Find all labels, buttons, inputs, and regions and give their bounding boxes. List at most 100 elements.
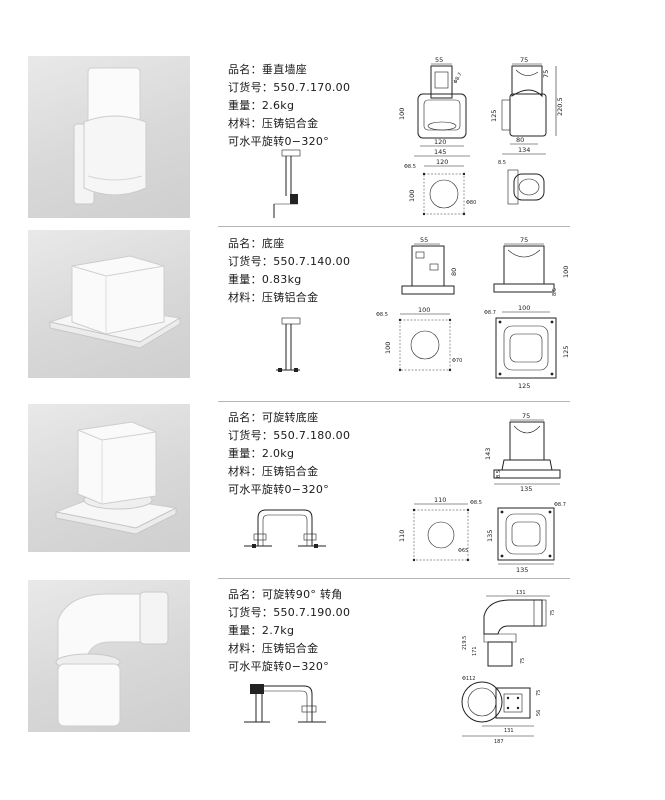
product-2-hole-view: Φ8.5 100 100 Φ70 [376,304,476,374]
weight: 重量：2.7kg [228,624,295,637]
product-2-bottom-view: Φ8.7 100 125 125 [484,302,580,392]
product-2-side-view: 75 100 8.5 [490,234,580,304]
dim-label: 8.5 [496,470,502,478]
product-1-front-view: 55 Φ8.7 100 120 145 [398,54,490,164]
product-2-specs: 品名：底座 订货号：550.7.140.00 重量：0.83kg 材料：压铸铝合… [228,235,350,307]
product-3-side-view: 75 143 8.5 135 [482,410,572,493]
material: 材料：压铸铝合金 [228,117,319,130]
dim-label: Φ112 [462,676,475,682]
dim-label: 75 [542,70,550,78]
rotation-range: 可水平旋转0−320° [228,660,330,673]
order-number: 订货号：550.7.180.00 [228,429,351,442]
dim-label: 125 [562,346,570,358]
dim-label: Φ65 [458,548,468,554]
order-number: 订货号：550.7.190.00 [228,606,351,619]
dim-label: 120 [436,158,448,166]
product-1-side-view: 75 75 220.5 125 80 134 [490,54,580,164]
dim-label: 75 [520,56,528,64]
vertical-wall-mount-image [73,67,147,205]
product-1-section-sketch [272,148,308,218]
dim-label: 143 [484,448,492,460]
product-4-specs: 品名：可旋转90° 转角 订货号：550.7.190.00 重量：2.7kg 材… [228,586,350,676]
product-name: 品名：可旋转底座 [228,411,319,424]
dim-label: 134 [518,146,530,154]
dim-label: 135 [486,530,494,542]
dim-label: 8.5 [498,160,506,166]
product-name: 品名：可旋转90° 转角 [228,588,343,601]
dim-label: 75 [522,412,530,420]
weight: 重量：0.83kg [228,273,302,286]
dim-label: 80 [450,268,458,276]
dim-label: 187 [494,739,504,745]
dim-label: 100 [562,266,570,278]
product-4-photo [28,580,190,732]
product-1-hole-view: Φ8.5 120 100 Φ80 [400,156,490,222]
material: 材料：压铸铝合金 [228,291,319,304]
dim-label: 8.5 [552,288,558,296]
dim-label: 75 [536,690,542,696]
product-3-specs: 品名：可旋转底座 订货号：550.7.180.00 重量：2.0kg 材料：压铸… [228,409,350,499]
rotation-range: 可水平旋转0−320° [228,483,330,496]
material: 材料：压铸铝合金 [228,465,319,478]
dim-label: 55 [420,236,428,244]
dim-label: 75 [520,658,526,664]
weight: 重量：2.0kg [228,447,295,460]
product-1-photo [28,56,190,218]
dim-label: 220.5 [556,97,564,116]
dim-label: 131 [516,590,526,596]
divider [218,578,570,579]
dim-label: 219.5 [462,636,468,650]
dim-label: 56 [536,710,542,716]
dim-label: Φ70 [452,358,462,364]
dim-label: 135 [516,566,528,574]
dim-label: 55 [435,56,443,64]
dim-label: 135 [520,485,532,493]
rotatable-base-image [54,421,178,535]
dim-label: 125 [518,382,530,390]
dim-label: 171 [472,646,478,656]
material: 材料：压铸铝合金 [228,642,319,655]
product-2-section-sketch [272,316,308,376]
divider [218,401,570,402]
dim-label: Φ8.7 [554,502,566,508]
product-2-front-view: 55 80 [396,234,476,304]
dim-label: 80 [516,136,524,144]
base-mount-image [48,255,182,349]
dim-label: 110 [398,530,406,542]
dim-label: Φ8.5 [404,164,416,170]
dim-label: Φ8.5 [470,500,482,506]
product-3-photo [28,404,190,552]
product-4-section-sketch [242,680,328,726]
dim-label: Φ8.7 [453,72,464,85]
dim-label: 100 [518,304,530,312]
product-1-flange-view: 8.5 [498,156,558,212]
order-number: 订货号：550.7.170.00 [228,81,351,94]
divider [218,226,570,227]
product-3-hole-view: 110 Φ8.5 110 Φ65 [394,494,494,564]
dim-label: 145 [434,148,446,156]
weight: 重量：2.6kg [228,99,295,112]
order-number: 订货号：550.7.140.00 [228,255,351,268]
rotatable-90-corner-image [55,591,169,727]
product-name: 品名：垂直墙座 [228,63,308,76]
rotation-range: 可水平旋转0−320° [228,135,330,148]
dim-label: 125 [490,110,498,122]
product-4-side-view: 131 75 219.5 171 75 [444,586,564,672]
dim-label: 120 [434,138,446,146]
dim-label: 75 [520,236,528,244]
product-4-bottom-view: Φ112 75 56 131 187 [446,670,556,746]
dim-label: 100 [384,342,392,354]
product-2-photo [28,230,190,378]
dim-label: Φ8.5 [376,312,388,318]
product-1-specs: 品名：垂直墙座 订货号：550.7.170.00 重量：2.6kg 材料：压铸铝… [228,61,350,151]
dim-label: 75 [550,610,556,616]
dim-label: 110 [434,496,446,504]
dim-label: 100 [398,108,406,120]
product-3-section-sketch [242,506,328,552]
dim-label: 131 [504,728,514,734]
dim-label: Φ8.7 [484,310,496,316]
product-3-bottom-view: Φ8.7 135 135 [484,494,580,574]
dim-label: 100 [408,190,416,202]
product-name: 品名：底座 [228,237,285,250]
dim-label: 100 [418,306,430,314]
